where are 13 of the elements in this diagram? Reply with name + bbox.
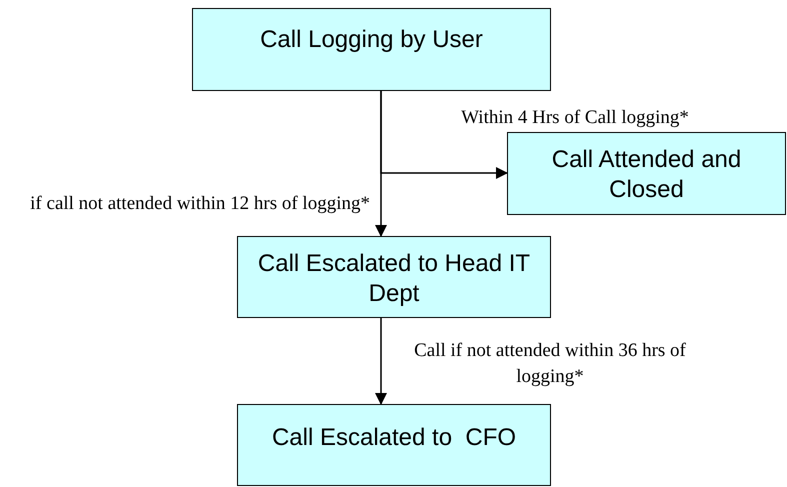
box-label: Call Escalated to CFO	[270, 423, 518, 453]
arrow	[375, 318, 387, 405]
edge-label: if call not attended within 12 hrs of logging*	[29, 192, 370, 216]
process-box	[237, 236, 551, 318]
box-label: Call Attended and Closed	[550, 145, 742, 205]
process-box	[192, 8, 551, 91]
box-label: Call Logging by User	[259, 25, 484, 55]
process-box	[237, 404, 551, 486]
edge-label: Call if not attended within 36 hrs of logging*	[413, 339, 687, 389]
arrow	[375, 91, 387, 237]
edge-label: Within 4 Hrs of Call logging*	[460, 106, 690, 130]
process-box	[507, 132, 786, 215]
box-label: Call Escalated to Head IT Dept	[256, 249, 532, 309]
